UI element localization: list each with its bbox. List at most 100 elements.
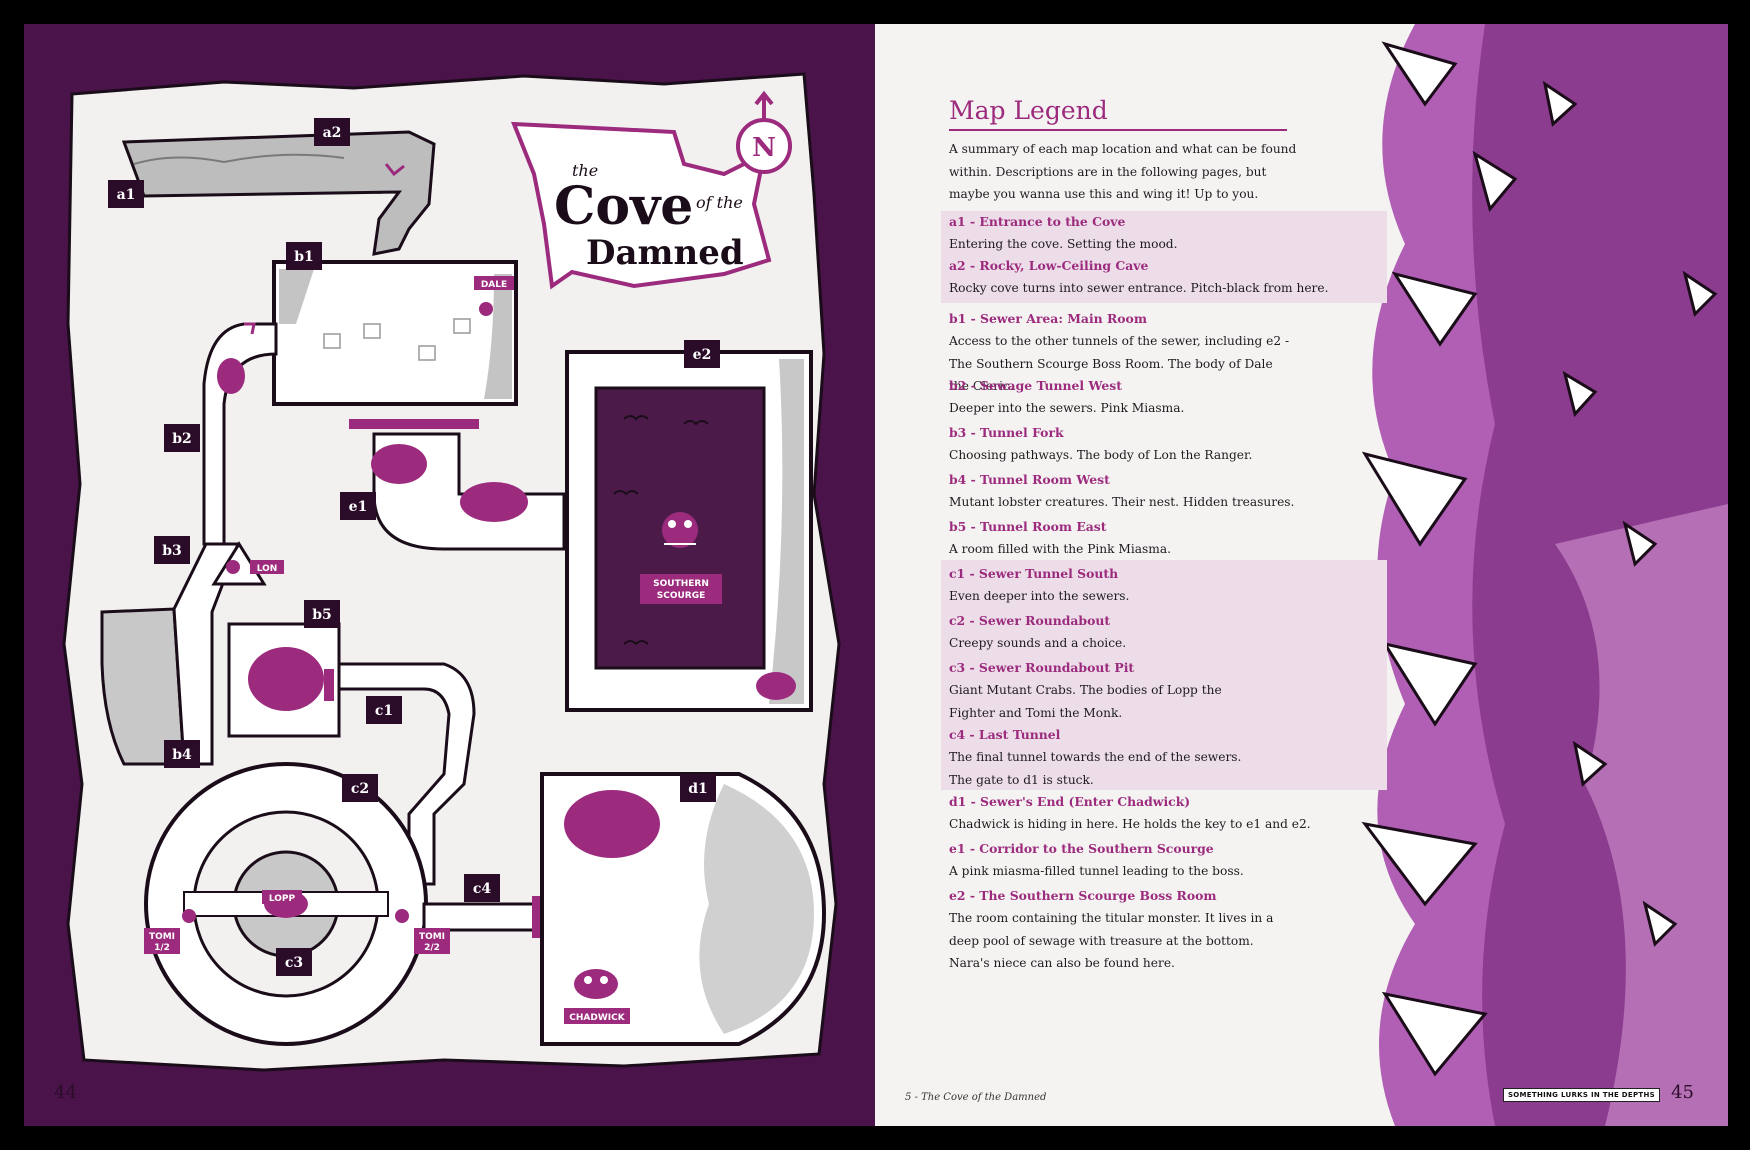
label-b4: b4: [172, 747, 192, 763]
legend-page: Map Legend A summary of each map locatio…: [875, 24, 1728, 1126]
entry-desc: Even deeper into the sewers.: [949, 589, 1130, 603]
entry-desc: Mutant lobster creatures. Their nest. Hi…: [949, 495, 1295, 509]
label-c2: c2: [351, 781, 369, 797]
boss-label-line2: SCOURGE: [657, 591, 706, 601]
legend-group-c: [941, 560, 1387, 790]
label-b5: b5: [312, 607, 332, 623]
entry-title: a1 - Entrance to the Cove: [949, 214, 1126, 229]
label-e2: e2: [693, 347, 712, 363]
boss-label-line1: SOUTHERN: [653, 579, 709, 589]
entry-desc: Access to the other tunnels of the sewer…: [949, 334, 1290, 393]
book-spread: SOUTHERN SCOURGE: [24, 24, 1728, 1126]
map-page: SOUTHERN SCOURGE: [24, 24, 875, 1126]
legend-entry-b3: b3 - Tunnel Fork Choosing pathways. The …: [941, 422, 1387, 467]
entry-title: c4 - Last Tunnel: [949, 727, 1061, 742]
legend-intro: A summary of each map location and what …: [949, 142, 1297, 201]
legend-entry-c3: c3 - Sewer Roundabout Pit Giant Mutant C…: [941, 657, 1387, 724]
page-number-right: 45: [1671, 1082, 1694, 1103]
room-b4: [100, 542, 241, 766]
entry-title: b4 - Tunnel Room West: [949, 472, 1110, 487]
label-a1: a1: [117, 187, 136, 203]
lopp-marker: LOPP: [269, 894, 296, 904]
entry-title: a2 - Rocky, Low-Ceiling Cave: [949, 258, 1149, 273]
entry-title: e1 - Corridor to the Southern Scourge: [949, 841, 1214, 856]
running-footer: 5 - The Cove of the Damned: [905, 1092, 1047, 1103]
roundabout-c2: [144, 762, 428, 1046]
legend-entry-c4: c4 - Last Tunnel The final tunnel toward…: [941, 724, 1387, 791]
legend-entry-a1: a1 - Entrance to the Cove Entering the c…: [941, 211, 1387, 256]
entry-desc: A room filled with the Pink Miasma.: [949, 542, 1172, 556]
room-labels: a1 a2 b1 b2 b3 b4 b5 c1 c2 c3: [108, 118, 720, 976]
entry-desc: Giant Mutant Crabs. The bodies of Lopp t…: [949, 683, 1222, 720]
tomi2-marker-line1: TOMI: [419, 932, 445, 942]
skull-icon: [479, 302, 493, 316]
skull-icon: [395, 909, 409, 923]
legend-entry-b2: b2 - Sewage Tunnel West Deeper into the …: [941, 375, 1387, 420]
lon-marker: LON: [257, 564, 278, 574]
title-the: the: [572, 161, 598, 180]
entry-title: b1 - Sewer Area: Main Room: [949, 311, 1147, 326]
chadwick-icon: [574, 969, 618, 999]
label-b1: b1: [294, 249, 314, 265]
page-number-left: 44: [54, 1082, 77, 1103]
tunnel-c4: [422, 896, 542, 938]
entry-desc: Chadwick is hiding in here. He holds the…: [949, 817, 1311, 831]
legend-entry-e1: e1 - Corridor to the Southern Scourge A …: [941, 838, 1387, 883]
legend-entry-b1: b1 - Sewer Area: Main Room Access to the…: [941, 308, 1387, 398]
entry-desc: The final tunnel towards the end of the …: [949, 750, 1242, 787]
spike-icons: [1361, 41, 1718, 1077]
label-c4: c4: [473, 881, 492, 897]
legend-entry-a2: a2 - Rocky, Low-Ceiling Cave Rocky cove …: [941, 255, 1387, 303]
spiked-tentacle-illustration: [1361, 24, 1728, 1126]
entry-title: b5 - Tunnel Room East: [949, 519, 1107, 534]
label-b3: b3: [162, 543, 182, 559]
map-title-block: the Cove of the Damned: [510, 121, 772, 290]
label-e1: e1: [349, 499, 368, 515]
chadwick-label: CHADWICK: [569, 1013, 625, 1023]
dale-marker: DALE: [481, 280, 507, 290]
legend-entry-c1: c1 - Sewer Tunnel South Even deeper into…: [941, 563, 1387, 608]
legend-title-rule: [949, 129, 1287, 131]
entry-desc: Rocky cove turns into sewer entrance. Pi…: [949, 281, 1329, 295]
entry-desc: Entering the cove. Setting the mood.: [949, 237, 1178, 251]
legend-entry-b4: b4 - Tunnel Room West Mutant lobster cre…: [941, 469, 1387, 514]
entry-desc: A pink miasma-filled tunnel leading to t…: [949, 864, 1244, 878]
label-b2: b2: [172, 431, 192, 447]
entry-title: c2 - Sewer Roundabout: [949, 613, 1111, 628]
title-of-the: of the: [696, 193, 743, 212]
label-c3: c3: [285, 955, 303, 971]
legend-entry-c2: c2 - Sewer Roundabout Creepy sounds and …: [941, 610, 1387, 655]
tomi2-marker-line2: 2/2: [424, 943, 440, 953]
entry-desc: Deeper into the sewers. Pink Miasma.: [949, 401, 1185, 415]
entry-title: c1 - Sewer Tunnel South: [949, 566, 1119, 581]
skull-icon: [182, 909, 196, 923]
corridor-e1: [371, 432, 566, 551]
entry-desc: Creepy sounds and a choice.: [949, 636, 1127, 650]
entry-title: b3 - Tunnel Fork: [949, 425, 1064, 440]
entry-title: e2 - The Southern Scourge Boss Room: [949, 888, 1217, 903]
cave-a: [121, 130, 436, 256]
title-cove: Cove: [554, 176, 693, 237]
label-a2: a2: [323, 125, 342, 141]
label-d1: d1: [688, 781, 708, 797]
skull-icon: [226, 560, 240, 574]
compass-rose: N: [736, 90, 792, 174]
entry-title: d1 - Sewer's End (Enter Chadwick): [949, 794, 1191, 809]
legend-entry-b5: b5 - Tunnel Room East A room filled with…: [941, 516, 1387, 561]
legend-entry-e2: e2 - The Southern Scourge Boss Room The …: [941, 885, 1387, 975]
title-damned: Damned: [586, 233, 744, 273]
legend-entry-d1: d1 - Sewer's End (Enter Chadwick) Chadwi…: [941, 791, 1387, 836]
entry-desc: The room containing the titular monster.…: [949, 911, 1274, 970]
tagline-badge: SOMETHING LURKS IN THE DEPTHS: [1502, 1088, 1660, 1102]
npc-markers: DALE LON LOPP TOMI 1/2 TOMI 2/2: [144, 276, 514, 954]
tomi1-marker-line2: 1/2: [154, 943, 170, 953]
room-d1: CHADWICK: [540, 772, 827, 1046]
entry-title: c3 - Sewer Roundabout Pit: [949, 660, 1135, 675]
entry-title: b2 - Sewage Tunnel West: [949, 378, 1122, 393]
southern-scourge-icon: [662, 512, 698, 548]
tomi1-marker-line1: TOMI: [149, 932, 175, 942]
room-e2: SOUTHERN SCOURGE: [565, 350, 813, 712]
label-c1: c1: [375, 703, 393, 719]
compass-north: N: [752, 133, 776, 163]
legend-title: Map Legend: [949, 96, 1108, 125]
